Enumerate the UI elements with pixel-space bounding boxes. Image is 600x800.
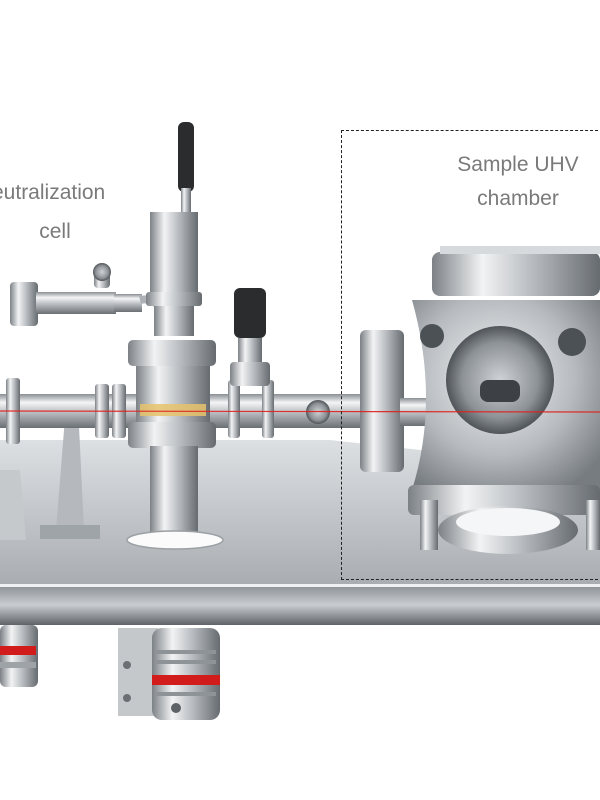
- manipulator-handle: [178, 122, 194, 192]
- manipulator-shaft: [150, 446, 198, 546]
- gate-valve: [230, 288, 270, 386]
- neutralization-cell: [126, 122, 224, 550]
- neutralization-label-line2: cell: [39, 220, 71, 243]
- sample-chamber-label-line2: chamber: [477, 187, 559, 210]
- sample-uhv-chamber: [360, 246, 600, 554]
- table-port: [126, 530, 224, 550]
- cell-flange-top: [128, 340, 216, 366]
- beam-support-stand: [0, 405, 100, 540]
- sample-chamber-dashed-box: [341, 130, 600, 580]
- table-edge: [0, 585, 600, 625]
- neutralization-label-line1: eutralization: [0, 181, 106, 204]
- chamber-top-flange: [432, 252, 600, 296]
- beam-path: [0, 410, 600, 413]
- vibration-isolator-feet: [0, 625, 220, 720]
- chamber-bottom-flange: [408, 485, 600, 515]
- gate-valve-knob: [234, 288, 266, 338]
- side-arm-manipulator: [10, 263, 166, 326]
- isolator-foot-left: [0, 625, 38, 687]
- flange-right-1: [228, 380, 240, 438]
- cell-flange-bottom: [128, 422, 216, 448]
- flange-right-2: [262, 380, 274, 438]
- table-edge-highlight: [0, 584, 600, 587]
- sample-chamber-label-line1: Sample UHV: [457, 153, 579, 176]
- sample-holder: [480, 380, 520, 402]
- chamber-port-small: [558, 328, 586, 356]
- chamber-leg-left: [420, 500, 438, 550]
- chamber-flange-left: [360, 330, 404, 472]
- chamber-leg-right: [586, 500, 600, 550]
- isolator-foot-center: [118, 628, 220, 720]
